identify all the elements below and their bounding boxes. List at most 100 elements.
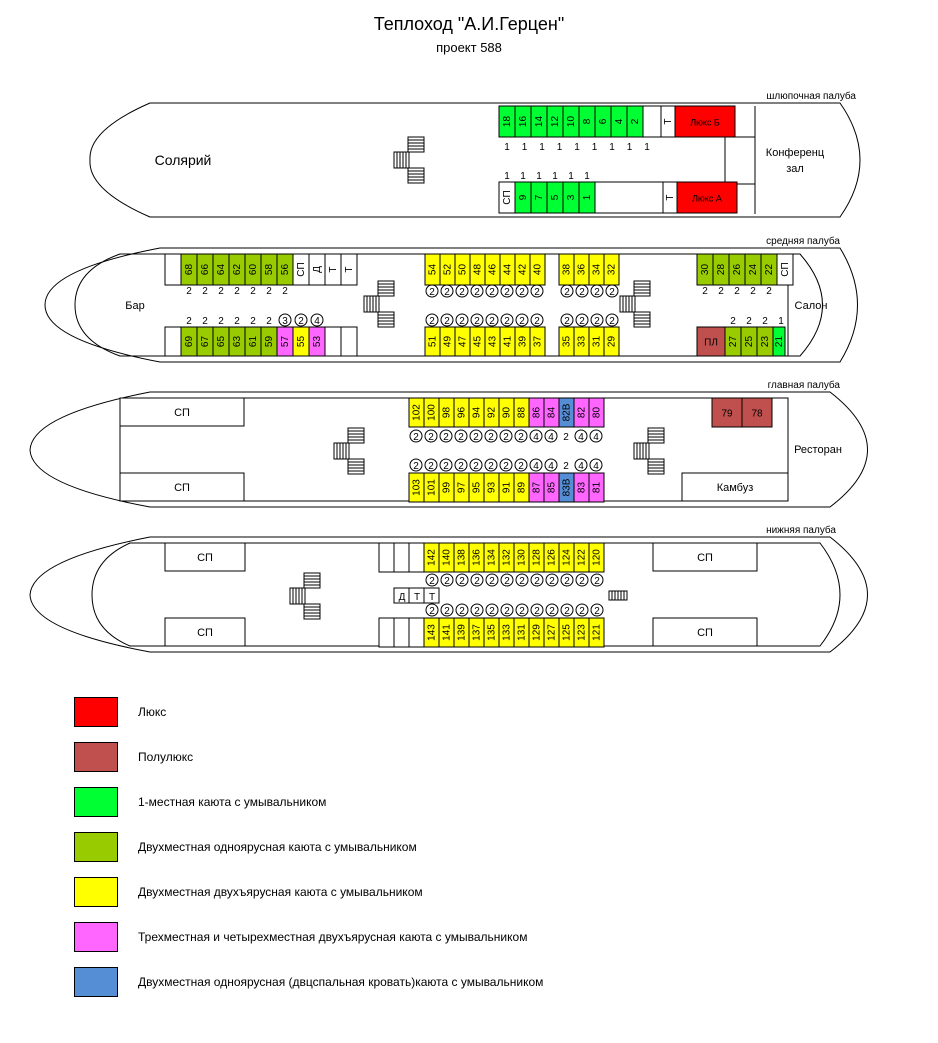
main-top-cabin-cell: 86	[528, 397, 545, 428]
middle-fwd-bottom-berths-value: 2	[218, 316, 224, 327]
main-bottom-cabin-label: 99	[442, 482, 453, 494]
main-top-cabin-cell: 98	[438, 397, 455, 428]
boat-top-berths-value: 1	[609, 142, 615, 153]
middle-mid-top-berths: 2	[485, 284, 499, 298]
boat-top-berths: 1	[539, 142, 545, 153]
main-bottom-cabin-cell: 89	[513, 472, 530, 503]
lower-top-cabin-cell: 142	[423, 542, 440, 573]
middle-fwd-bottom-cabin-cell: 53	[308, 326, 326, 357]
main-top-cabin-label: 90	[502, 407, 513, 419]
middle-fwd-bottom-berths-value: 2	[234, 316, 240, 327]
main-galley	[681, 472, 789, 502]
boat-top-cabin-cell: Люкс Б	[674, 105, 736, 138]
lower-bottom-service-cell	[393, 617, 410, 648]
boat-top-cabin-label: 12	[550, 116, 561, 128]
main-top-berths-value: 2	[563, 432, 569, 443]
boat-bottom-berths: 1	[568, 171, 574, 182]
middle-mid-bottom-berths: 2	[530, 313, 544, 327]
middle-mid-top-cabin-cell: 40	[529, 253, 546, 286]
legend-label: Полулюкс	[138, 750, 194, 764]
lower-bottom-berths: 2	[545, 603, 559, 617]
area-galley: Камбуз	[717, 482, 754, 494]
lower-bottom-berths-value: 2	[579, 606, 585, 617]
boat-bottom-cabin-label: 5	[550, 194, 561, 200]
main-bottom-cabin-cell: 91	[498, 472, 515, 503]
main-top-berths-value: 4	[533, 432, 539, 443]
boat-deck-hull	[89, 102, 861, 218]
main-top-cabin-label: 94	[472, 407, 483, 419]
boat-top-berths-value: 1	[574, 142, 580, 153]
lower-top-cabin-label: 124	[562, 549, 573, 566]
main-bottom-berths-value: 2	[518, 461, 524, 472]
lower-bottom-berths-value: 2	[474, 606, 480, 617]
main-top-berths-value: 2	[473, 432, 479, 443]
middle-fwd-top-cabin-label: 64	[216, 264, 227, 276]
lower-top-cabin-label: 140	[442, 549, 453, 566]
main-semilux-cabin-cell: 79	[711, 397, 743, 428]
main-deck-hull	[29, 391, 868, 508]
lower-bottom-berths-value: 2	[444, 606, 450, 617]
page-subtitle: проект 588	[436, 40, 502, 55]
lower-bottom-berths-value: 2	[429, 606, 435, 617]
middle-aft-top-berths: 2	[702, 286, 708, 297]
middle-mid-bottom-cabin-cell: 49	[439, 326, 456, 357]
main-top-cabin-label: 98	[442, 407, 453, 419]
middle-aft-bottom-berths: 2	[762, 316, 768, 327]
main-semilux-cabin-cell: 78	[741, 397, 773, 428]
main-bottom-cabin-cell: 87	[528, 472, 545, 503]
middle-fwd-top-cabin-cell: 68	[180, 253, 198, 286]
legend-label: Двухместная одноярусная каюта с умывальн…	[138, 840, 417, 854]
middle-mid-bottom-berths-value: 2	[594, 316, 600, 327]
main-bottom-cabin-cell: 83	[573, 472, 590, 503]
boat-bottom-cabin-cell: 7	[530, 181, 548, 214]
middle-mid-bottom-cabin-label: 47	[458, 336, 469, 348]
middle-mid-top-berths: 2	[470, 284, 484, 298]
main-bottom-berths-value: 2	[413, 461, 419, 472]
lower-service-label: Т	[429, 592, 435, 603]
middle-fwd-top-cabin-cell: 64	[212, 253, 230, 286]
middle-mid-top-berths: 2	[530, 284, 544, 298]
middle-fwd-bottom-cabin-label: 69	[184, 336, 195, 348]
middle-mid-top-berths: 2	[560, 284, 574, 298]
middle-mid-bottom-berths: 2	[560, 313, 574, 327]
main-bottom-berths: 4	[574, 458, 588, 472]
legend-swatch	[74, 922, 118, 952]
boat-top-berths: 1	[557, 142, 563, 153]
middle-mid-bottom-berths: 2	[500, 313, 514, 327]
main-bottom-cabin-label: 83В	[562, 478, 573, 496]
area-conference-hall: зал	[786, 163, 804, 175]
main-bottom-berths: 2	[514, 458, 528, 472]
page-title: Теплоход "А.И.Герцен"	[373, 14, 565, 34]
main-top-berths-value: 4	[578, 432, 584, 443]
lower-top-berths-value: 2	[564, 576, 570, 587]
middle-mid-top-cabin-cell: 32	[603, 253, 620, 286]
middle-fwd-bottom-cabin-cell: 65	[212, 326, 230, 357]
middle-mid-top-cabin-label: 40	[533, 264, 544, 276]
middle-aft-top-berths: 2	[718, 286, 724, 297]
main-bottom-berths: 2	[563, 461, 569, 472]
middle-mid-bottom-berths-value: 2	[609, 316, 615, 327]
lower-sp-1-label: СП	[197, 552, 213, 564]
middle-fwd-bottom-cabin-label: 57	[280, 336, 291, 348]
main-top-cabin-cell: 84	[543, 397, 560, 428]
lower-top-service-cell	[378, 542, 395, 573]
lower-bottom-cabin-cell: 129	[528, 617, 545, 648]
boat-top-cabin-label: 8	[582, 118, 593, 124]
middle-stairs-fwd-upper	[377, 280, 395, 297]
lower-deck-inner	[91, 542, 841, 647]
middle-mid-top-berths: 2	[605, 284, 619, 298]
boat-bottom-berths: 1	[552, 171, 558, 182]
main-top-berths: 4	[574, 429, 588, 443]
middle-stairs-fwd-lower	[377, 311, 395, 328]
middle-stairs-aft-upper	[633, 280, 651, 297]
middle-fwd-bottom-berths-value: 2	[202, 316, 208, 327]
legend-swatch	[74, 877, 118, 907]
lower-stairs-upper	[303, 572, 321, 589]
main-bottom-berths-value: 4	[533, 461, 539, 472]
lower-top-berths: 2	[455, 573, 469, 587]
lower-top-berths: 2	[425, 573, 439, 587]
main-top-cabin-cell: 88	[513, 397, 530, 428]
middle-fwd-bottom-cabin-label: 61	[248, 336, 259, 348]
lower-bottom-cabin-cell: 141	[438, 617, 455, 648]
lower-bottom-cabin-label: 121	[592, 624, 603, 641]
